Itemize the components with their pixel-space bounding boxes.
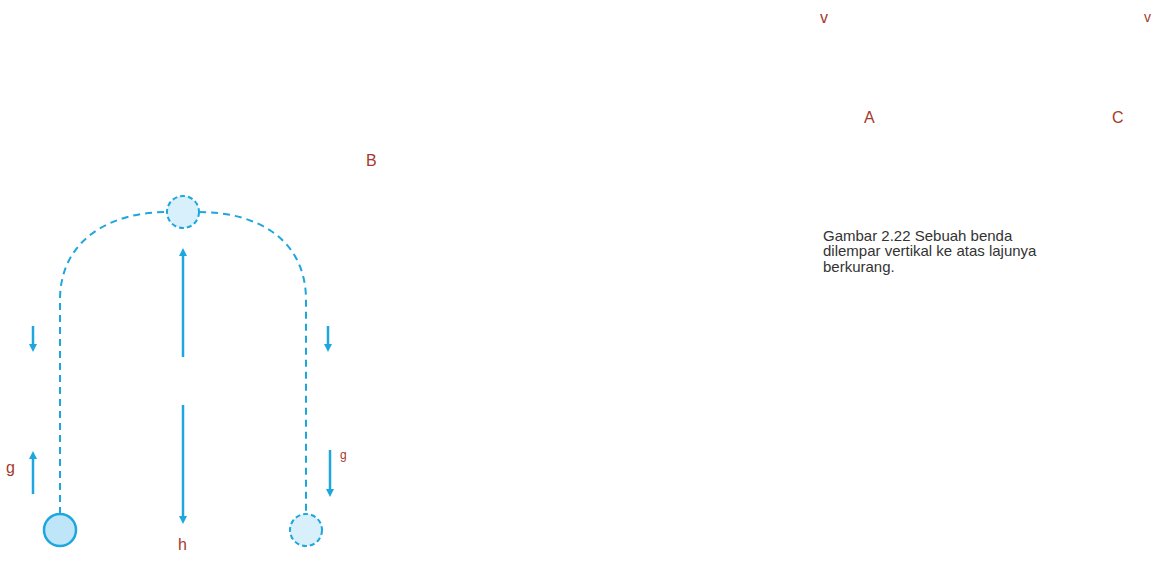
point-label: C xyxy=(1112,110,1124,126)
ball-start xyxy=(44,514,76,546)
gravity-label: g xyxy=(340,449,347,461)
ball-end xyxy=(290,514,322,546)
velocity-label: v xyxy=(820,10,828,26)
ball-top xyxy=(167,196,199,228)
height-arrow-down xyxy=(182,405,185,520)
point-label: A xyxy=(864,110,875,126)
motion-arrow xyxy=(327,326,330,348)
gravity-label: g xyxy=(6,460,15,476)
velocity-arrow xyxy=(32,455,35,494)
point-label: B xyxy=(366,153,377,169)
velocity-label: v xyxy=(1144,10,1151,24)
height-arrow-up xyxy=(182,252,185,357)
gravity-arrow xyxy=(329,450,332,493)
height-label: h xyxy=(178,537,187,553)
motion-arrow xyxy=(32,326,35,348)
figure-caption: Gambar 2.22 Sebuah benda dilempar vertik… xyxy=(823,228,1038,274)
